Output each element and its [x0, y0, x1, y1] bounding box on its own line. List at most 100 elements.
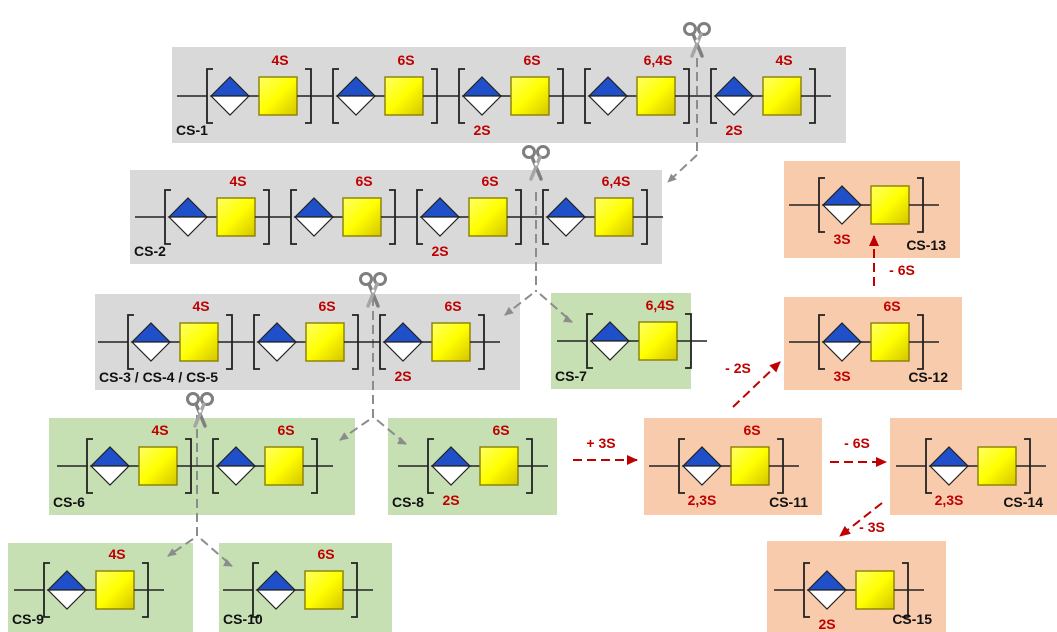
sulfate-label-bottom: 2S [725, 122, 742, 138]
disaccharide-unit: 6,4S [542, 173, 663, 245]
disaccharide-unit: 4S [86, 422, 213, 494]
glca-diamond-bottom [256, 341, 298, 362]
glca-diamond-bottom [461, 95, 503, 116]
sulfate-label-top: 6,4S [646, 297, 675, 313]
disaccharide-unit: 2,3S [925, 438, 1046, 508]
bracket-left [43, 562, 50, 618]
structure-name: CS-3 / CS-4 / CS-5 [99, 369, 218, 385]
sulfate-label-top: 6,4S [644, 52, 673, 68]
structure-name: CS-10 [223, 611, 263, 627]
structure-name: CS-9 [12, 611, 44, 627]
glca-diamond-bottom [215, 465, 257, 486]
bracket-left [818, 314, 825, 370]
galnac-square [264, 446, 304, 486]
fork-cs2-right-arrow [563, 314, 573, 323]
sulfate-label-bottom: 2S [442, 492, 459, 508]
sulfate-label-top: 6S [492, 422, 509, 438]
galnac-square [730, 446, 770, 486]
sulfate-label-top: 6S [355, 173, 372, 189]
bracket-left [818, 177, 825, 233]
glca-diamond-bottom [89, 465, 131, 486]
glca-diamond-bottom [587, 95, 629, 116]
glca-diamond-bottom [209, 95, 251, 116]
bracket-left [253, 314, 260, 370]
sulfate-label-bottom: 2S [473, 122, 490, 138]
bracket-left [458, 68, 465, 124]
structure-name: CS-12 [908, 369, 948, 385]
structure-cs-8: 6S 2S CS-8 [392, 422, 548, 510]
galnac-square [762, 76, 802, 116]
fork-cs2-left-arrow [504, 293, 533, 316]
glca-diamond-bottom [430, 465, 472, 486]
disaccharide-unit: 3S [818, 177, 939, 247]
bracket-left [416, 189, 423, 245]
reaction-label-minus-6s-a: - 6S [889, 262, 915, 278]
reaction-label-minus-3s: - 3S [859, 519, 885, 535]
arrow-cs1-to-cs2 [667, 154, 698, 183]
glca-diamond-bottom [293, 216, 335, 237]
disaccharide-unit: 6S [253, 298, 380, 370]
disaccharide-unit: 2S [803, 562, 924, 632]
glca-diamond-bottom [713, 95, 755, 116]
sulfate-label-top: 4S [192, 298, 209, 314]
sulfate-label-top: 4S [775, 52, 792, 68]
bracket-left [427, 438, 434, 494]
arrow-cs11-to-cs12 [732, 361, 781, 408]
glca-diamond-bottom [821, 341, 863, 362]
structure-name: CS-13 [906, 237, 946, 253]
galnac-square [95, 570, 135, 610]
structure-name: CS-8 [392, 494, 424, 510]
bracket-left [86, 438, 93, 494]
fork-cs6-left-arrow [167, 538, 194, 557]
bracket-left [710, 68, 717, 124]
structure-name: CS-15 [892, 611, 932, 627]
glca-diamond-bottom [335, 95, 377, 116]
sulfate-label-bottom: 2S [431, 243, 448, 259]
disaccharide-unit: 6S [290, 173, 417, 245]
sulfate-label-top: 4S [229, 173, 246, 189]
reaction-label-minus-6s-b: - 6S [844, 435, 870, 451]
glca-diamond-bottom [382, 341, 424, 362]
disaccharide-unit: 6S 2S [427, 422, 548, 508]
galnac-square [870, 322, 910, 362]
bracket-left [252, 562, 259, 618]
arrow-cs14-to-cs15 [839, 502, 883, 537]
galnac-square [510, 76, 550, 116]
bracket-left [803, 562, 810, 618]
bracket-left [290, 189, 297, 245]
disaccharide-unit: 6S2,3S [678, 422, 799, 508]
sulfate-label-bottom: 2S [818, 616, 835, 632]
sulfate-label-bottom: 2,3S [688, 492, 717, 508]
structure-name: CS-6 [53, 494, 85, 510]
structure-name: CS-1 [176, 122, 208, 138]
sulfate-label-top: 6S [481, 173, 498, 189]
sulfate-label-top: 4S [271, 52, 288, 68]
galnac-square [638, 321, 678, 361]
disaccharide-unit: 6,4S [586, 297, 707, 369]
disaccharide-unit: 4S [127, 298, 254, 370]
structure-cs-15: 2S CS-15 [774, 562, 932, 632]
disaccharide-unit: 4S [43, 546, 164, 618]
fork-cs3-right-arrow [397, 436, 407, 445]
bracket-left [206, 68, 213, 124]
glca-diamond-bottom [545, 216, 587, 237]
galnac-square [305, 322, 345, 362]
sulfate-label-top: 6S [523, 52, 540, 68]
galnac-square [479, 446, 519, 486]
galnac-square [216, 197, 256, 237]
glca-diamond-bottom [821, 204, 863, 225]
sulfate-label-bottom: 3S [833, 231, 850, 247]
galnac-square [258, 76, 298, 116]
bracket-left [127, 314, 134, 370]
galnac-square [179, 322, 219, 362]
galnac-square [870, 185, 910, 225]
disaccharide-unit: 6S [212, 422, 333, 494]
galnac-square [138, 446, 178, 486]
